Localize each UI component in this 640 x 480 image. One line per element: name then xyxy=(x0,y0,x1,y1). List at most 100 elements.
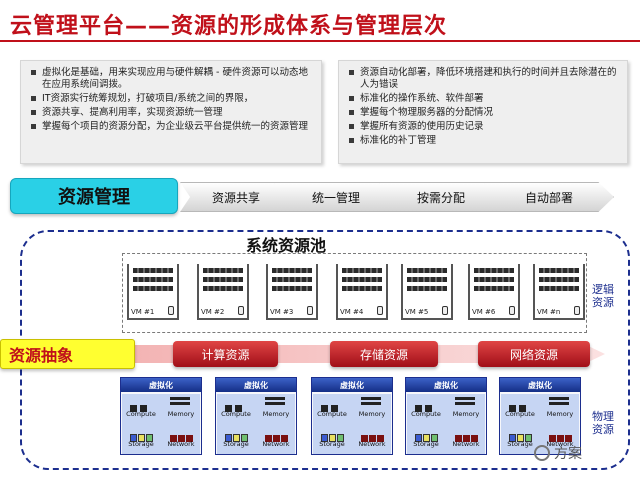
vm-rack-icon xyxy=(133,286,173,291)
memory-icon xyxy=(361,397,381,407)
vm-rack-icon xyxy=(474,277,514,282)
bullet-text: 标准化的操作系统、软件部署 xyxy=(360,93,484,104)
bullet-text: 标准化的补丁管理 xyxy=(360,135,437,146)
bullet-square-icon xyxy=(349,138,354,143)
database-icon xyxy=(574,306,580,315)
memory-label: Memory xyxy=(546,410,574,418)
title-underline xyxy=(0,40,640,42)
storage-label: Storage xyxy=(507,440,533,448)
database-icon xyxy=(377,306,383,315)
network-icon xyxy=(170,427,194,446)
compute-icon xyxy=(415,397,435,416)
vm-rack-icon xyxy=(272,286,312,291)
storage-icon xyxy=(130,427,154,446)
phys-cell-compute: Compute xyxy=(217,395,255,423)
bullet: 虚拟化是基础，用来实现应用与硬件解耦 - 硬件资源可以动态地在应用系统间调拨。 xyxy=(31,67,313,91)
vm-rack-icon xyxy=(203,286,243,291)
bullet-square-icon xyxy=(31,110,36,115)
storage-resource-pill: 存储资源 xyxy=(330,341,438,367)
vm-label: VM #6 xyxy=(472,308,496,316)
storage-label: Storage xyxy=(413,440,439,448)
phys-cell-network: Network xyxy=(257,425,295,453)
bullet: 掌握每个项目的资源分配，为企业级云平台提供统一的资源管理 xyxy=(31,121,313,133)
phys-cell-storage: Storage xyxy=(501,425,539,453)
vm-rack-icon xyxy=(407,286,447,291)
process-flow: 资源管理 资源共享 统一管理 按需分配 自动部署 xyxy=(0,174,640,220)
memory-icon xyxy=(549,397,569,407)
process-step: 统一管理 xyxy=(274,182,398,212)
vm-label: VM #3 xyxy=(270,308,294,316)
storage-icon xyxy=(321,427,345,446)
vm-rack-icon xyxy=(474,268,514,273)
storage-label: Storage xyxy=(223,440,249,448)
phys-cell-memory: Memory xyxy=(257,395,295,423)
compute-label: Compute xyxy=(221,410,251,418)
phys-cell-network: Network xyxy=(541,425,579,453)
bullet-square-icon xyxy=(349,70,354,75)
physical-resource-label: 物理 资源 xyxy=(592,410,614,436)
resource-management-pill: 资源管理 xyxy=(10,178,178,214)
memory-label: Memory xyxy=(262,410,290,418)
bullet-square-icon xyxy=(349,110,354,115)
vm-rack-icon xyxy=(342,286,382,291)
compute-label: Compute xyxy=(505,410,535,418)
memory-icon xyxy=(170,397,190,407)
virtualization-header: 虚拟化 xyxy=(500,378,580,392)
vm-rack-icon xyxy=(203,277,243,282)
storage-icon xyxy=(509,427,533,446)
bullet-square-icon xyxy=(31,124,36,129)
wechat-logo-icon xyxy=(534,445,550,461)
vm-label: VM #4 xyxy=(340,308,364,316)
phys-cell-storage: Storage xyxy=(313,425,351,453)
vm-rack-icon xyxy=(342,268,382,273)
info-box-left: 虚拟化是基础，用来实现应用与硬件解耦 - 硬件资源可以动态地在应用系统间调拨。 … xyxy=(20,60,322,164)
bullet: 掌握所有资源的使用历史记录 xyxy=(349,121,619,133)
bullet: 资源共享、提高利用率，实现资源统一管理 xyxy=(31,107,313,119)
vm-rack-icon xyxy=(133,268,173,273)
vm-rack-icon xyxy=(539,277,579,282)
memory-icon xyxy=(265,397,285,407)
storage-icon xyxy=(415,427,439,446)
phys-cell-compute: Compute xyxy=(313,395,351,423)
bullet-text: 资源共享、提高利用率，实现资源统一管理 xyxy=(42,107,223,118)
logic-resource-text: 逻辑 资源 xyxy=(592,283,614,309)
phys-cell-storage: Storage xyxy=(122,425,160,453)
bullet-square-icon xyxy=(31,96,36,101)
process-step: 按需分配 xyxy=(379,182,503,212)
phys-cell-memory: Memory xyxy=(353,395,391,423)
phys-cell-network: Network xyxy=(447,425,485,453)
compute-icon xyxy=(509,397,529,416)
vm-6: VM #6 xyxy=(468,264,520,320)
network-icon xyxy=(455,427,479,446)
vm-label: VM #n xyxy=(537,308,561,316)
compute-label: Compute xyxy=(411,410,441,418)
bullet: 资源自动化部署，降低环境搭建和执行的时间并且去除潜在的人为错误 xyxy=(349,67,619,91)
vm-4: VM #4 xyxy=(336,264,388,320)
compute-label: Compute xyxy=(317,410,347,418)
vm-rack-icon xyxy=(342,277,382,282)
vm-rack-icon xyxy=(272,277,312,282)
pool-title: 系统资源池 xyxy=(246,236,327,255)
vm-rack-icon xyxy=(539,286,579,291)
logic-resource-label: 逻辑 资源 xyxy=(592,283,614,309)
process-step: 自动部署 xyxy=(484,182,614,212)
virtualization-header: 虚拟化 xyxy=(406,378,486,392)
storage-icon xyxy=(225,427,249,446)
network-label: Network xyxy=(546,440,574,448)
database-icon xyxy=(442,306,448,315)
compute-resource-pill: 计算资源 xyxy=(173,341,278,367)
vm-label: VM #5 xyxy=(405,308,429,316)
bullet-square-icon xyxy=(31,70,36,75)
memory-label: Memory xyxy=(167,410,195,418)
virtualization-header: 虚拟化 xyxy=(216,378,296,392)
watermark: 方案 xyxy=(534,443,582,463)
network-label: Network xyxy=(262,440,290,448)
network-icon xyxy=(361,427,385,446)
page-title: 云管理平台——资源的形成体系与管理层次 xyxy=(10,14,448,39)
